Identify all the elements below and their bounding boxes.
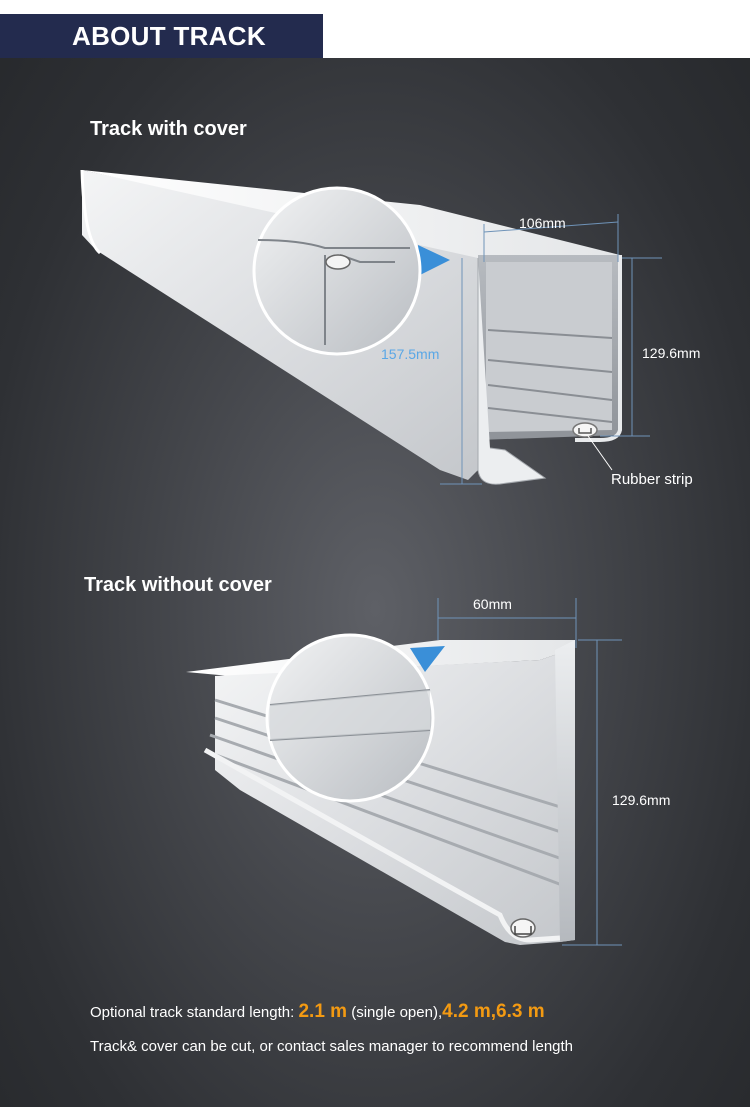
track-with-cover-drawing	[80, 169, 662, 485]
standard-length-prefix: Optional track standard length:	[90, 1004, 299, 1021]
length-separator: ,	[490, 1001, 496, 1022]
width-label-with-cover: 106mm	[519, 215, 566, 231]
section-header-title: ABOUT TRACK	[72, 20, 266, 51]
section-header: ABOUT TRACK	[0, 14, 323, 58]
length-option-1: 2.1 m	[298, 1001, 348, 1022]
height-label-with-cover: 129.6mm	[642, 345, 701, 361]
length-option-3: 6.3 m	[496, 1001, 545, 1022]
length-option-2: 4.2 m	[442, 1001, 491, 1022]
width-label-without-cover: 60mm	[473, 596, 512, 612]
track-without-cover-title: Track without cover	[84, 574, 272, 596]
height-label-without-cover: 129.6mm	[612, 792, 671, 808]
track-without-cover-drawing	[186, 598, 622, 946]
track-with-cover-title: Track with cover	[90, 118, 247, 140]
depth-label-with-cover: 157.5mm	[381, 346, 440, 362]
rubber-strip-label: Rubber strip	[611, 471, 693, 488]
standard-length-note: Optional track standard length: 2.1 m (s…	[90, 1001, 545, 1023]
single-open-text: (single open),	[347, 1004, 443, 1021]
cut-note: Track& cover can be cut, or contact sale…	[90, 1038, 574, 1055]
